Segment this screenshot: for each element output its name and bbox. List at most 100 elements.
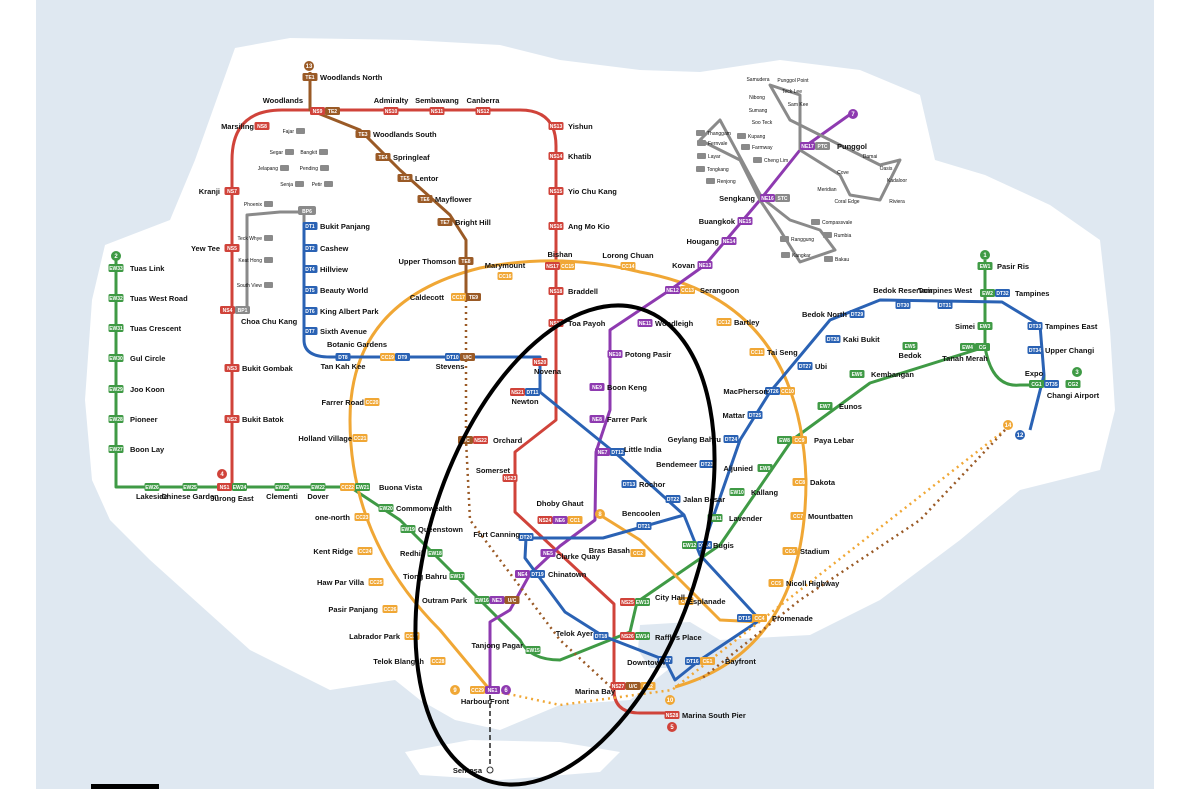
station-name: Bishan xyxy=(547,250,572,259)
line-number-text: 10 xyxy=(667,698,674,704)
station-code-tag xyxy=(977,322,993,330)
station-code: NS5 xyxy=(227,246,237,252)
lrt-tag xyxy=(753,157,762,163)
station-code-tag xyxy=(458,257,474,265)
station-code: CC9 xyxy=(794,438,804,444)
station-code-tag xyxy=(502,474,518,482)
station-code: CC23 xyxy=(356,515,369,521)
lrt-station-name: Riviera xyxy=(889,199,905,205)
station-name: HarbourFront xyxy=(461,697,510,706)
line-number-text: 14 xyxy=(1005,423,1012,429)
station-name: Yew Tee xyxy=(191,244,220,253)
station-name: Lavender xyxy=(729,514,762,523)
station-name: Potong Pasir xyxy=(625,350,671,359)
cross-island-extension xyxy=(699,429,1006,681)
station-code: CC15 xyxy=(561,264,574,270)
station-code: NS4 xyxy=(223,308,233,314)
station-code-tag xyxy=(620,632,635,640)
station-code: TE9 xyxy=(469,295,478,301)
station-name: Pioneer xyxy=(130,415,158,424)
line-number-badge xyxy=(980,250,990,260)
station-code-tag xyxy=(552,516,568,524)
station-code: DT22 xyxy=(667,497,679,503)
station-name: Marina South Pier xyxy=(682,711,746,720)
station-code: CC5 xyxy=(771,581,781,587)
station-code: NE10 xyxy=(609,352,622,358)
station-code-tag xyxy=(108,415,124,423)
station-code-tag xyxy=(355,130,371,138)
station-code: NS10 xyxy=(385,109,398,115)
station-name: Lentor xyxy=(415,174,438,183)
line-number-text: 4 xyxy=(220,472,224,478)
station-code: CC16 xyxy=(499,274,512,280)
station-name: Kallang xyxy=(751,488,779,497)
station-code: TE8 xyxy=(461,259,470,265)
station-code-tag xyxy=(680,286,695,294)
lrt-tag xyxy=(324,181,333,187)
station-code: EW5 xyxy=(905,344,916,350)
station-name: Lakeside xyxy=(136,492,168,501)
station-code: DT28 xyxy=(827,337,839,343)
station-name: Simei xyxy=(955,322,975,331)
station-name: Chinese Garden xyxy=(161,492,219,501)
lrt-station-name: Farmway xyxy=(752,145,773,151)
station-name: Kent Ridge xyxy=(313,547,353,556)
lrt-tag xyxy=(264,257,273,263)
station-code: EW26 xyxy=(145,485,159,491)
station-code-tag xyxy=(224,244,240,252)
station-name: Marsiling xyxy=(221,122,254,131)
station-code-tag xyxy=(721,237,737,245)
station-code-tag xyxy=(220,306,235,314)
lrt-station-name: Ranggung xyxy=(791,237,814,243)
station-code-tag xyxy=(489,596,505,604)
station-code-tag xyxy=(665,286,680,294)
station-code-tag xyxy=(530,570,545,578)
right-margin xyxy=(1154,0,1188,789)
station-code: EW16 xyxy=(475,598,489,604)
station-code-tag xyxy=(445,353,460,361)
station-code-tag xyxy=(699,460,715,468)
station-name: Telok Blangah xyxy=(373,657,424,666)
line-number-text: 2 xyxy=(114,254,118,260)
station-code-tag xyxy=(665,495,681,503)
station-code: NS12 xyxy=(477,109,490,115)
lrt-station-name: Petir xyxy=(312,182,323,188)
line-number-text: 6 xyxy=(504,688,508,694)
station-code-tag xyxy=(995,289,1010,297)
station-name: Stadium xyxy=(800,547,830,556)
station-code: EW23 xyxy=(275,485,289,491)
station-code-tag xyxy=(451,293,466,301)
lrt-tag xyxy=(696,130,705,136)
station-code-tag xyxy=(700,657,715,665)
station-name: Bright Hill xyxy=(455,218,491,227)
lrt-station-name: Kangkar xyxy=(792,253,811,259)
station-name: Orchard xyxy=(493,436,523,445)
station-code-tag xyxy=(417,195,433,203)
station-code-tag xyxy=(760,194,775,202)
station-code: CC22 xyxy=(341,485,354,491)
station-name: Labrador Park xyxy=(349,632,401,641)
lrt-station-name: Meridian xyxy=(817,187,836,193)
station-name: City Hall xyxy=(655,593,685,602)
station-name: Farrer Road xyxy=(321,398,364,407)
station-code: CC28 xyxy=(432,659,445,665)
station-code-tag xyxy=(108,354,124,362)
station-code: CG2 xyxy=(1068,382,1079,388)
station-name: Rochor xyxy=(639,480,665,489)
station-code: DT25 xyxy=(749,413,761,419)
lrt-tag xyxy=(264,201,273,207)
station-code-tag xyxy=(354,513,370,521)
station-code: EW15 xyxy=(526,648,540,654)
station-code: EW9 xyxy=(760,466,771,472)
station-code: CC24 xyxy=(359,549,372,555)
station-code: NS27 xyxy=(612,684,625,690)
lrt-station-name: Segar xyxy=(270,150,284,156)
punggol-lrt xyxy=(768,83,902,202)
station-code-tag xyxy=(364,398,380,406)
station-name: Bendemeer xyxy=(656,460,697,469)
station-code: DT24 xyxy=(725,437,737,443)
station-name: Esplanade xyxy=(688,597,726,606)
station-name: Woodlands North xyxy=(320,73,383,82)
station-name: Raffles Place xyxy=(655,633,702,642)
station-name: one-north xyxy=(315,513,350,522)
